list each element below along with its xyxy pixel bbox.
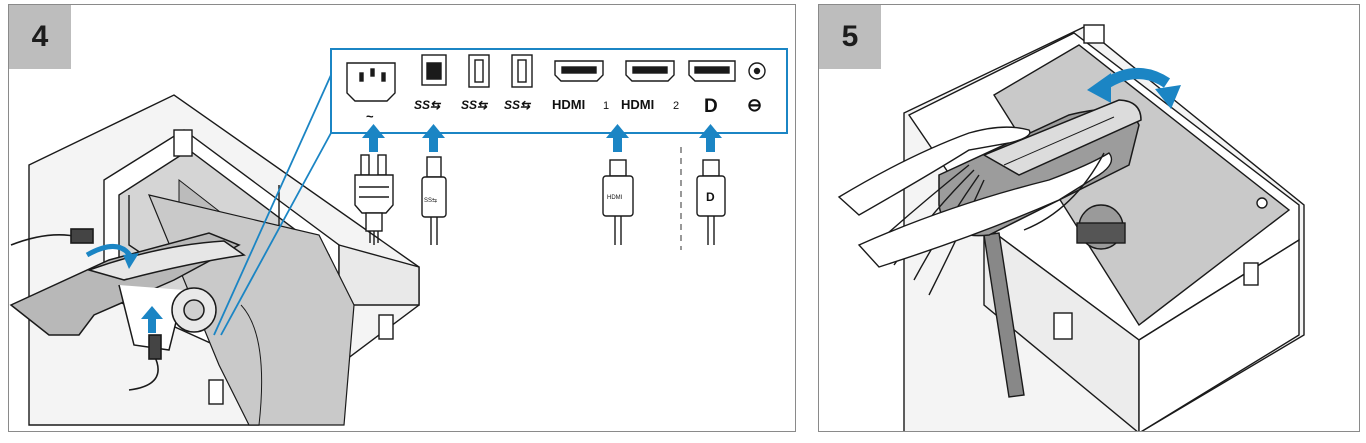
usb-a-port-2-label: SS⇆ (504, 98, 532, 112)
power-port-icon (346, 62, 396, 102)
monitor-stand (9, 232, 246, 351)
hdmi-plug-icon (602, 159, 634, 245)
hdmi-port-2-number: 2 (673, 100, 679, 112)
hdmi-port-2-label: HDMI (621, 97, 654, 112)
power-arrow-icon (362, 124, 385, 152)
step-number-badge: 5 (819, 5, 881, 69)
hands (837, 126, 1113, 268)
rotation-arrowhead-left (1087, 73, 1111, 103)
usb-b-port-icon (421, 54, 447, 86)
displayport-port-label: D (704, 96, 718, 117)
hdmi-plug-label: HDMI (607, 195, 623, 201)
usb-b-arrow-icon (422, 124, 445, 152)
displayport-arrow-icon (699, 124, 722, 152)
displayport-plug-label: D (706, 190, 715, 204)
displayport-port-icon (688, 60, 736, 82)
step-4-illustration: ~ SS⇆ SS⇆ SS⇆ HDMI 1 HDMI 2 (9, 48, 788, 426)
step-5-illustration (837, 24, 1305, 431)
callout-lines (213, 74, 332, 336)
usb-a-port-1-icon (468, 54, 490, 88)
audio-out-port-icon (748, 62, 766, 80)
usb-a-port-1-label: SS⇆ (461, 98, 489, 112)
power-cable (10, 228, 162, 391)
step-number-badge: 4 (9, 5, 71, 69)
cable-insert-arrow (141, 306, 163, 333)
usb-b-plug-icon (421, 156, 447, 245)
power-port-label: ~ (366, 109, 374, 124)
hdmi-port-2-icon (625, 60, 675, 82)
power-plug-icon (354, 154, 394, 245)
audio-out-port-label: ⊖ (747, 95, 762, 115)
hdmi-arrow-icon (606, 124, 629, 152)
rotation-arrowhead (123, 253, 139, 269)
hdmi-port-1-icon (554, 60, 604, 82)
port-arrows (362, 124, 722, 152)
rotation-arrowhead-right (1155, 85, 1181, 109)
rotation-arrow (85, 244, 134, 259)
monitor-stand (983, 204, 1126, 398)
displayport-plug-icon (696, 159, 726, 245)
hdmi-port-1-label: HDMI (552, 97, 585, 112)
step-5-panel: 5 (818, 4, 1360, 432)
usb-b-port-label: SS⇆ (414, 98, 442, 112)
usb-a-port-2-icon (511, 54, 533, 88)
usb-plug-label: SS⇆ (424, 197, 437, 204)
step-4-panel: 4 (8, 4, 796, 432)
hdmi-port-1-number: 1 (603, 100, 609, 112)
